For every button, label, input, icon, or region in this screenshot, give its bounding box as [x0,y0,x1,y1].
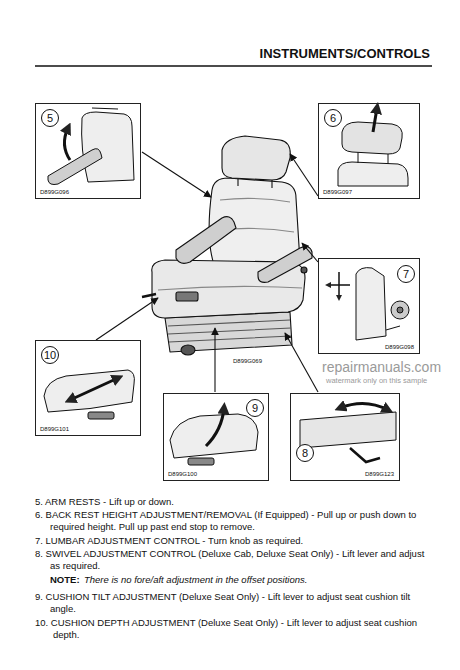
right-armrest [258,247,312,283]
leader-arrows [96,152,318,392]
figure-code: D899G097 [322,189,353,196]
left-armrest [176,217,236,264]
headrest [222,136,290,180]
figure-code: D899G100 [167,471,198,478]
seat-drawing [142,136,312,355]
inset-tilt-sketch [170,408,258,465]
leader-arrow [285,333,318,392]
backrest [338,162,408,186]
seat-base [300,412,396,448]
figure-code: D899G123 [364,471,395,478]
callout-number: 6 [324,109,342,127]
instruction-item: 7. LUMBAR ADJUSTMENT CONTROL - Turn knob… [35,535,435,547]
knob-centre [397,307,403,313]
header-rule [35,65,432,67]
watermark: repairmanuals.com [322,359,456,376]
headrest-edge [92,108,118,109]
cushion-seam [158,286,302,290]
inset-view: 9D899G100 [163,393,269,481]
front-lever [176,292,198,301]
leader-arrow [290,154,318,196]
inset-view: 5D899G096 [35,103,141,199]
note-text: There is no fore/aft adjustment in the o… [84,574,439,585]
leader-arrow [214,328,215,392]
lumbar-knob [301,267,307,273]
tilt-arrow [206,408,224,446]
inset-headrest-sketch [338,108,408,186]
armrest [48,149,102,185]
depth-arrow [70,378,118,400]
headrest [342,122,402,154]
figure-code: D899G101 [39,426,70,433]
weight-knob [181,345,195,355]
callout-number: 7 [397,265,415,283]
lever [188,458,214,465]
callout-number: 8 [296,444,314,462]
backrest [82,112,134,182]
inset-view: 10D899G101 [35,340,141,436]
inset-view: 6D899G097 [318,103,420,199]
lift-arrow [64,128,70,160]
watermark: watermark only on this sample [326,376,456,385]
instruction-item: 10. CUSHION DEPTH ADJUSTMENT (Deluxe Sea… [35,617,435,641]
callout-number: 9 [246,399,264,417]
adjust-arrows [328,272,350,298]
lever [386,326,400,330]
leader-arrow [142,152,211,197]
cushion [44,370,134,412]
leader-arrow [302,243,318,262]
inset-view: 8D899G123 [290,393,400,481]
inset-depth-sketch [44,370,134,419]
inset-swivel-sketch [300,403,396,462]
backrest-side [356,268,386,340]
instruction-item: 9. CUSHION TILT ADJUSTMENT (Deluxe Seat … [35,591,435,615]
instruction-item: 6. BACK REST HEIGHT ADJUSTMENT/REMOVAL (… [35,509,435,533]
swivel-lever [350,448,380,462]
callout-number: 5 [41,109,59,127]
instruction-item: 8. SWIVEL ADJUSTMENT CONTROL (Deluxe Cab… [35,548,435,572]
inset-view: 7D899G098 [318,258,420,354]
note-label: NOTE: [50,574,86,585]
inset-lumbar-sketch [328,268,409,340]
side-lever [142,294,156,297]
suspension-bellows [168,320,291,342]
figure-code: D899G098 [384,344,415,351]
lumbar-knob [391,301,409,319]
page-heading: INSTRUMENTS/CONTROLS [260,46,430,61]
figure-code: D899G069 [233,358,293,365]
leader-arrow [96,298,158,340]
lever [88,412,114,419]
inset-armrest-sketch [48,108,134,185]
pull-up-arrow [373,108,377,132]
callout-number: 10 [41,346,59,364]
swivel-arrow [340,403,388,410]
instruction-item: 5. ARM RESTS - Lift up or down. [35,496,435,508]
figure-code: D899G096 [39,189,70,196]
